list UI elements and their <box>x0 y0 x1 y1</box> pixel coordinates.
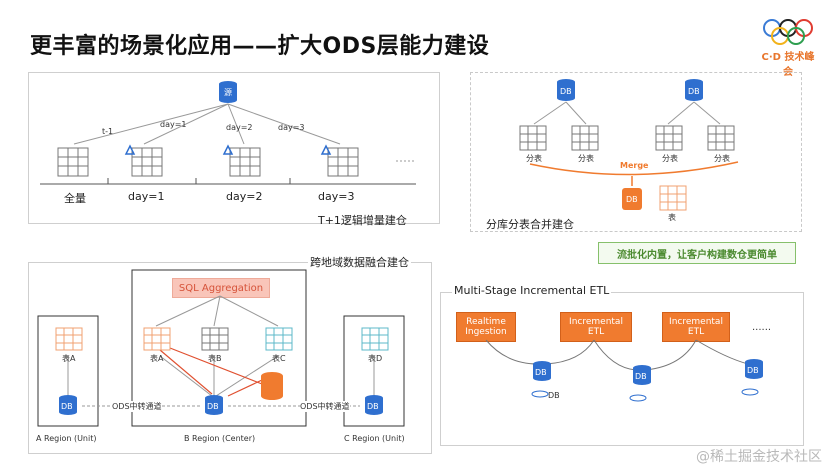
db-label-2: DB <box>688 87 700 96</box>
ods-link-label-right: ODS中转通道 <box>300 401 350 412</box>
timeline-label-day2: day=2 <box>226 190 263 203</box>
conference-logo <box>758 14 818 60</box>
panel-caption-t1: T+1逻辑增量建仓 <box>318 214 407 227</box>
result-table-label: 表 <box>668 213 676 222</box>
source-db-label: 源 <box>224 88 232 97</box>
arrow-label-3: day=2 <box>226 123 253 132</box>
source-db-icon <box>219 81 237 103</box>
stage-incremental-etl-1: Incremental ETL <box>560 312 632 342</box>
table-label-a-center: 表A <box>150 354 164 363</box>
panel-caption-cross-region: 跨地域数据融合建仓 <box>308 254 411 270</box>
arrow-label-1: t-1 <box>102 127 114 136</box>
panel-logical-increment <box>28 72 440 224</box>
page-title: 更丰富的场景化应用——扩大ODS层能力建设 <box>30 34 490 59</box>
region-db-label-a: DB <box>61 402 73 411</box>
region-db-label-b: DB <box>207 402 219 411</box>
timeline-label-day1: day=1 <box>128 190 165 203</box>
watermark: @稀土掘金技术社区 <box>696 449 822 465</box>
panel-multi-stage <box>440 292 804 446</box>
table-label-c: 表C <box>272 354 286 363</box>
stage-realtime-ingestion: Realtime Ingestion <box>456 312 516 342</box>
arrow-label-2: day=1 <box>160 120 187 129</box>
ods-link-label-left: ODS中转通道 <box>112 401 162 412</box>
region-label-a: A Region (Unit) <box>36 434 97 443</box>
region-label-b: B Region (Center) <box>184 434 256 443</box>
timeline-label-full: 全量 <box>64 192 86 205</box>
region-db-label-c: DB <box>367 402 379 411</box>
highlight-badge: 流批化内置，让客户构建数仓更简单 <box>598 242 796 264</box>
etl-db-label-4: DB <box>548 391 560 400</box>
sql-aggregation-box: SQL Aggregation <box>172 278 270 298</box>
grid-label-3: 分表 <box>662 154 678 163</box>
etl-db-label-1: DB <box>535 368 547 377</box>
grid-label-4: 分表 <box>714 154 730 163</box>
etl-db-label-2: DB <box>635 372 647 381</box>
region-label-c: C Region (Unit) <box>344 434 405 443</box>
table-label-b: 表B <box>208 354 222 363</box>
table-label-a-left: 表A <box>62 354 76 363</box>
grid-label-1: 分表 <box>526 154 542 163</box>
panel-cross-region <box>28 262 432 454</box>
panel-caption-multi-stage: Multi-Stage Incremental ETL <box>452 284 612 297</box>
etl-db-label-3: DB <box>747 366 759 375</box>
arrow-label-4: day=3 <box>278 123 305 132</box>
stage-ellipsis: ...... <box>752 322 772 333</box>
stage-incremental-etl-2: Incremental ETL <box>662 312 730 342</box>
merged-db-label: DB <box>626 195 638 204</box>
merged-db-icon <box>622 188 642 210</box>
table-label-d: 表D <box>368 354 383 363</box>
db-label-1: DB <box>560 87 572 96</box>
panel-shard-merge <box>470 72 802 232</box>
panel-caption-shard: 分库分表合并建仓 <box>486 218 574 231</box>
merge-label: Merge <box>620 161 649 170</box>
timeline-label-day3: day=3 <box>318 190 355 203</box>
grid-label-2: 分表 <box>578 154 594 163</box>
